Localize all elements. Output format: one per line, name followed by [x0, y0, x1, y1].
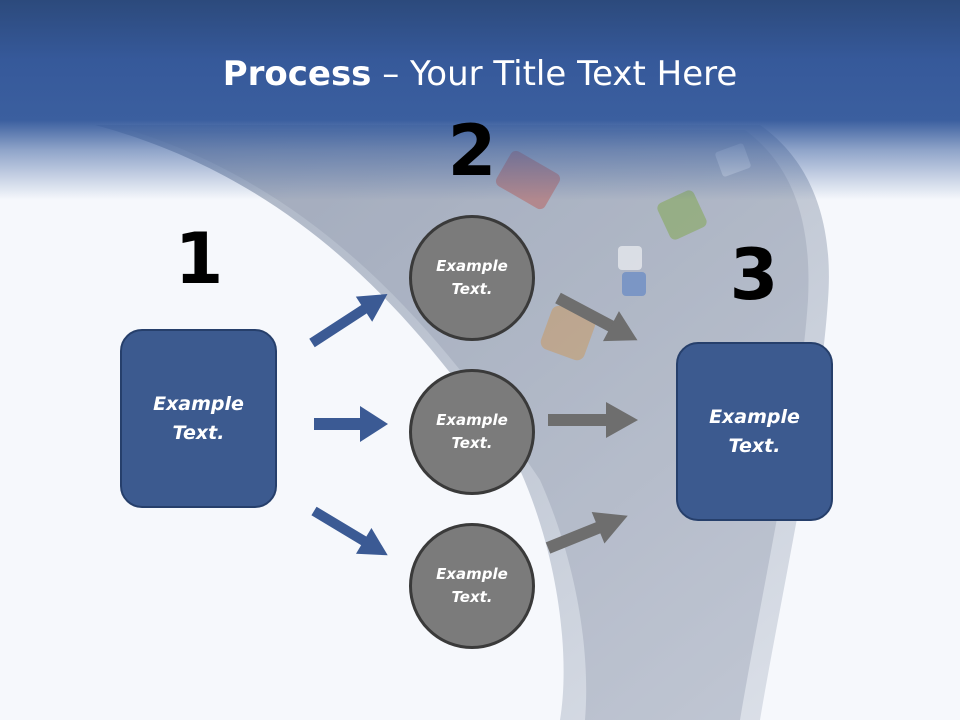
step-number-1: 1	[174, 218, 224, 300]
title-rest: – Your Title Text Here	[371, 54, 738, 94]
process-circle-bottom: Example Text.	[409, 523, 535, 649]
arrow-icon	[555, 292, 638, 342]
left-box-text: Example Text.	[153, 392, 244, 444]
header-band	[0, 0, 960, 200]
arrow-icon	[545, 512, 628, 554]
arrow-icon	[314, 406, 388, 442]
circle-top-text: Example Text.	[436, 257, 508, 298]
step-number-3: 3	[729, 234, 779, 316]
arrow-icon	[548, 402, 638, 438]
process-circle-top: Example Text.	[409, 215, 535, 341]
circle-middle-text: Example Text.	[436, 411, 508, 452]
process-circle-middle: Example Text.	[409, 369, 535, 495]
circle-bottom-text: Example Text.	[436, 565, 508, 606]
left-process-box: Example Text.	[120, 329, 277, 508]
step-number-2: 2	[447, 110, 497, 192]
right-box-text: Example Text.	[709, 405, 800, 457]
slide-title: Process – Your Title Text Here	[0, 52, 960, 96]
arrow-icon	[311, 506, 388, 556]
right-process-box: Example Text.	[676, 342, 833, 521]
title-bold: Process	[222, 54, 372, 94]
arrow-icon	[309, 293, 388, 348]
